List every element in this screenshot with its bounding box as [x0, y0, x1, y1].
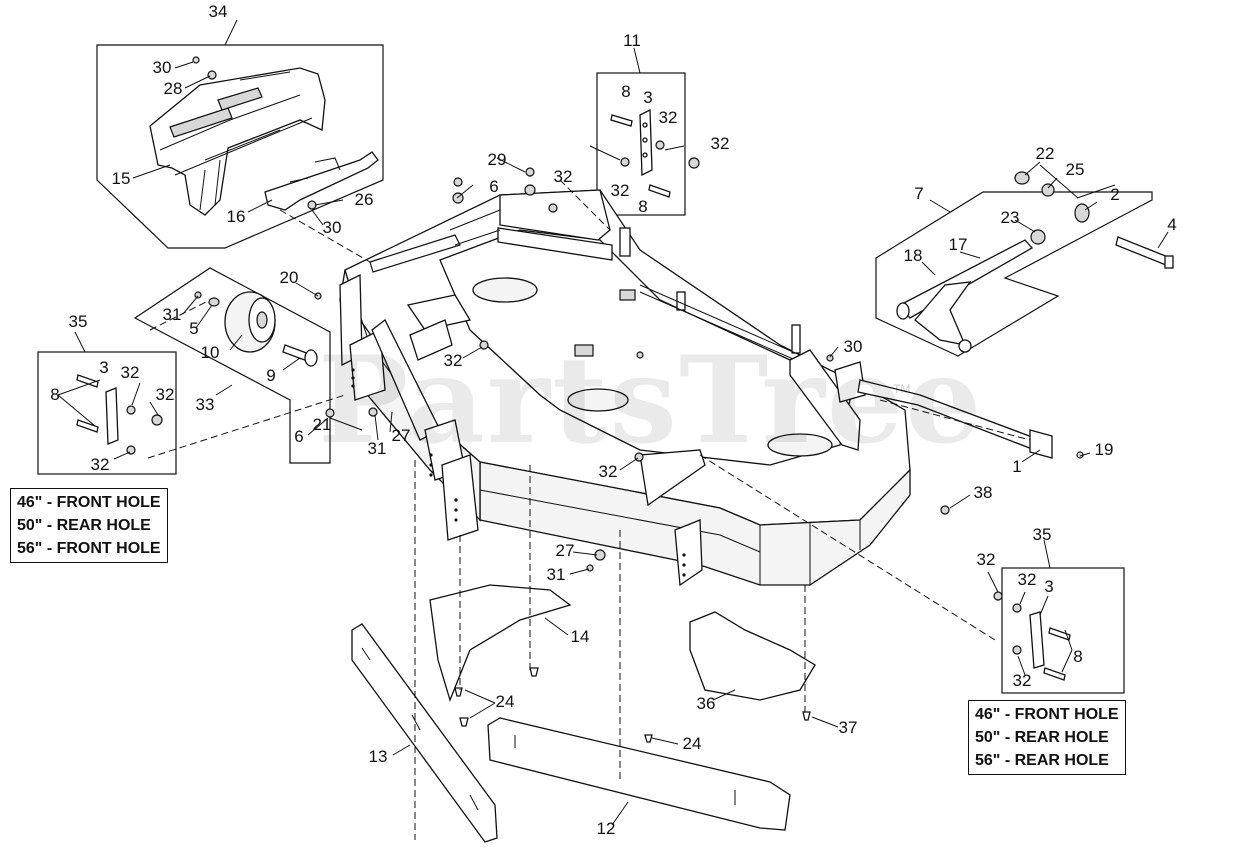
callout-32h: 32: [444, 351, 463, 370]
callout-32j: 32: [977, 550, 996, 569]
hole-note-left-46: 46" - FRONT HOLE: [17, 494, 161, 511]
callout-35: 35: [69, 312, 88, 331]
leader-lines: [57, 19, 1169, 826]
callout-30: 30: [153, 58, 172, 77]
hole-note-left-56: 56" - FRONT HOLE: [17, 540, 161, 557]
callout-10: 10: [201, 343, 220, 362]
callout-32l: 32: [1013, 671, 1032, 690]
callout-35b: 35: [1033, 525, 1052, 544]
callout-32b: 32: [711, 134, 730, 153]
callout-5: 5: [189, 319, 198, 338]
callout-15: 15: [112, 169, 131, 188]
callout-6: 6: [489, 177, 498, 196]
callout-29: 29: [488, 150, 507, 169]
skid-12: [487, 717, 791, 831]
callout-27b: 27: [556, 541, 575, 560]
callout-36: 36: [697, 694, 716, 713]
callout-3c: 3: [1044, 577, 1053, 596]
chute-deflector-14: [429, 584, 572, 702]
skid-13: [351, 623, 498, 843]
callout-32k: 32: [1018, 570, 1037, 589]
callouts: 34 30 28 15 16 26 30 11 8 3 32 32 32 8 2…: [50, 2, 1176, 838]
callout-32f: 32: [156, 385, 175, 404]
inset-box-33: [133, 267, 331, 464]
callout-24b: 24: [683, 734, 702, 753]
callout-7: 7: [914, 184, 923, 203]
callout-27: 27: [392, 426, 411, 445]
rear-pivot-assembly: [896, 171, 1174, 353]
hole-note-right-46: 46" - FRONT HOLE: [975, 706, 1119, 723]
callout-1: 1: [1012, 457, 1021, 476]
inset-box-baffle: [96, 44, 384, 249]
callout-32: 32: [659, 108, 678, 127]
hole-note-right-50: 50" - REAR HOLE: [975, 729, 1109, 746]
height-plate-35-right: [993, 591, 1071, 681]
callout-19: 19: [1095, 440, 1114, 459]
hole-note-right: 46" - FRONT HOLE 50" - REAR HOLE 56" - R…: [968, 700, 1126, 775]
callout-38: 38: [974, 483, 993, 502]
callout-32e: 32: [121, 363, 140, 382]
callout-8: 8: [621, 82, 630, 101]
deck-lift-rod: [369, 234, 461, 273]
deflector-36: [689, 611, 816, 701]
alignment-lines: [147, 179, 1031, 840]
inset-box-35-right: [1001, 567, 1125, 694]
pivot-rod: [857, 379, 1053, 459]
callout-14: 14: [571, 627, 590, 646]
callout-28: 28: [164, 79, 183, 98]
callout-23: 23: [1001, 208, 1020, 227]
callout-22: 22: [1036, 144, 1055, 163]
inset-box-35-left: [37, 351, 177, 475]
callout-20: 20: [280, 268, 299, 287]
inset-box-7: [875, 191, 1153, 357]
height-plate-35-left: [76, 374, 163, 455]
hole-note-right-56: 56" - REAR HOLE: [975, 752, 1109, 769]
callout-3: 3: [643, 88, 652, 107]
callout-6b: 6: [294, 427, 303, 446]
callout-17: 17: [949, 235, 968, 254]
callout-25: 25: [1066, 160, 1085, 179]
callout-16: 16: [227, 207, 246, 226]
callout-8c: 8: [50, 385, 59, 404]
hole-note-left-50: 50" - REAR HOLE: [17, 517, 151, 534]
callout-30b: 30: [323, 218, 342, 237]
callout-18: 18: [904, 246, 923, 265]
callout-4: 4: [1167, 215, 1176, 234]
callout-34: 34: [209, 2, 228, 21]
callout-21: 21: [313, 415, 332, 434]
front-baffle-cover: [149, 67, 326, 216]
callout-24: 24: [496, 692, 515, 711]
callout-13: 13: [369, 747, 388, 766]
baffle-bracket: [264, 151, 379, 211]
callout-8d: 8: [1073, 647, 1082, 666]
gauge-wheel-assembly: [194, 291, 318, 367]
callout-32d: 32: [554, 167, 573, 186]
callout-31: 31: [163, 305, 182, 324]
callout-3b: 3: [99, 358, 108, 377]
callout-12: 12: [597, 819, 616, 838]
callout-30c: 30: [844, 337, 863, 356]
callout-11: 11: [623, 31, 641, 50]
callout-2: 2: [1110, 185, 1119, 204]
height-plate-11: [610, 108, 700, 198]
callout-9: 9: [266, 366, 275, 385]
callout-8b: 8: [638, 197, 647, 216]
watermark: PartsTree: [318, 330, 984, 471]
callout-33: 33: [196, 395, 215, 414]
callout-26: 26: [355, 190, 374, 209]
callout-31c: 31: [547, 565, 566, 584]
callout-31b: 31: [368, 439, 387, 458]
callout-37: 37: [839, 718, 858, 737]
trademark-mark: TM: [893, 382, 911, 396]
left-hanger-brackets: [339, 273, 479, 541]
inset-box-11: [596, 72, 686, 216]
callout-32g: 32: [91, 455, 110, 474]
callout-32c: 32: [611, 181, 630, 200]
hole-note-left: 46" - FRONT HOLE 50" - REAR HOLE 56" - F…: [10, 488, 168, 563]
callout-32i: 32: [599, 462, 618, 481]
